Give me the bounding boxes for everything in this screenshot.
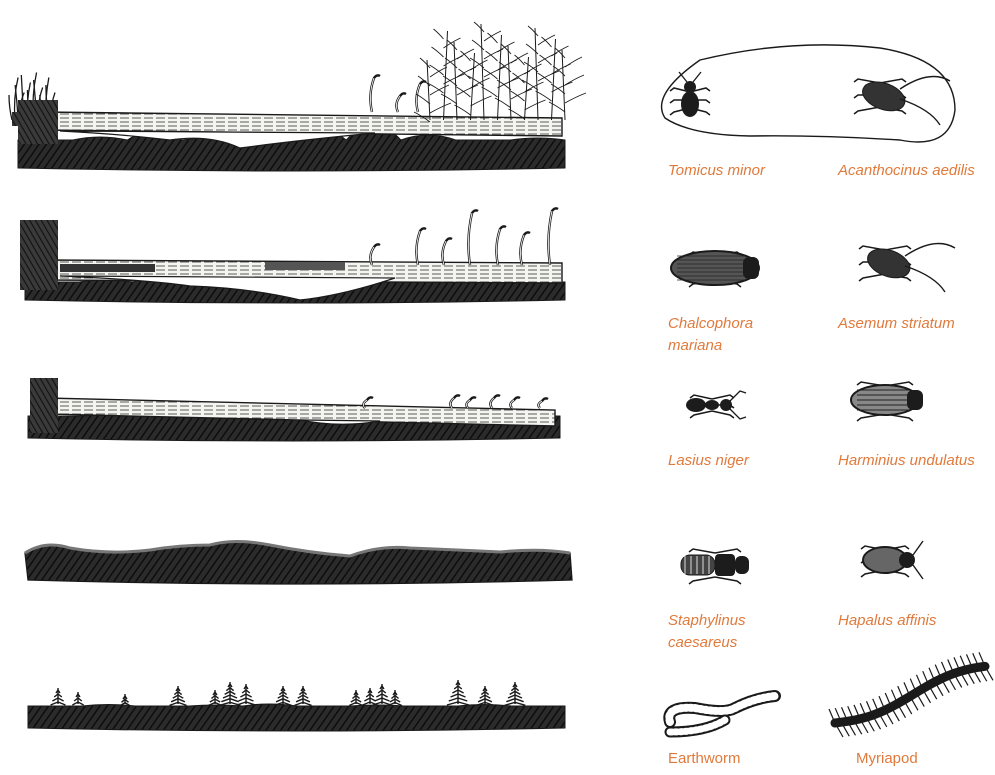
spruce-seedling <box>169 686 186 705</box>
stage-5-forest-floor <box>28 680 565 731</box>
spruce-seedling <box>476 686 493 705</box>
bark-strip <box>265 262 345 270</box>
decay-stages <box>9 22 586 731</box>
spruce-seedling <box>220 682 241 705</box>
lasius-niger-ant-icon <box>686 391 746 419</box>
spruce-seedling <box>51 688 66 705</box>
stage-2-rotting-log <box>20 208 565 303</box>
tomicus-minor-label: Tomicus minor <box>668 160 765 182</box>
spruce-seedling <box>349 690 363 706</box>
stage-4-mound <box>25 542 572 585</box>
asemum-striatum-longhorn-beetle-icon <box>859 244 955 293</box>
moss-tuft <box>30 378 58 433</box>
spruce-seedling <box>388 690 402 706</box>
stage-3-sunken-log <box>28 378 560 441</box>
spruce-seedling <box>447 680 469 705</box>
lasius-niger-label: Lasius niger <box>668 450 749 472</box>
moss-tuft <box>18 100 58 144</box>
chalcophora-mariana-label-line-2: mariana <box>668 335 722 357</box>
spruce-seedling <box>237 684 256 705</box>
harminius-undulatus-label: Harminius undulatus <box>838 450 975 472</box>
acanthocinus-aedilis-label: Acanthocinus aedilis <box>838 160 975 182</box>
wood-section-outline <box>662 45 955 142</box>
shrub-cluster <box>414 22 586 122</box>
staphylinus-caesareus-rove-beetle-icon <box>681 549 749 584</box>
chalcophora-mariana-jewel-beetle-icon <box>671 251 759 287</box>
moss-tuft <box>20 220 58 290</box>
spruce-seedling <box>294 686 311 705</box>
shoot-row <box>370 208 558 265</box>
asemum-striatum-label: Asemum striatum <box>838 313 955 335</box>
hapalus-affinis-label: Hapalus affinis <box>838 610 936 632</box>
hapalus-affinis-beetle-round-icon <box>861 541 923 579</box>
spruce-seedling <box>505 682 526 705</box>
tomicus-minor-beetle-small-icon <box>670 72 710 117</box>
staphylinus-caesareus-label-line-1: Staphylinus <box>668 610 746 632</box>
stage-1-fresh-log <box>9 22 586 171</box>
spruce-seedling <box>208 690 222 706</box>
earthworm-earthworm-icon <box>669 696 775 732</box>
chalcophora-mariana-label-line-1: Chalcophora <box>668 313 753 335</box>
spruce-seedling <box>274 686 291 705</box>
myriapod-label: Myriapod <box>856 748 918 770</box>
bark-strip <box>60 264 155 272</box>
earthworm-label: Earthworm <box>668 748 741 770</box>
spruce-seedling <box>363 688 378 705</box>
harminius-undulatus-click-beetle-icon <box>851 382 923 421</box>
shoot-row <box>370 75 426 112</box>
myriapod-myriapod-icon <box>829 652 993 737</box>
spruce-seedling <box>72 692 83 705</box>
acanthocinus-aedilis-longhorn-beetle-icon <box>854 77 950 126</box>
spruce-seedling <box>120 694 130 706</box>
spruce-seedling <box>373 684 392 705</box>
soil-mound <box>25 542 572 585</box>
staphylinus-caesareus-label-line-2: caesareus <box>668 632 737 654</box>
soil-band <box>28 704 565 731</box>
